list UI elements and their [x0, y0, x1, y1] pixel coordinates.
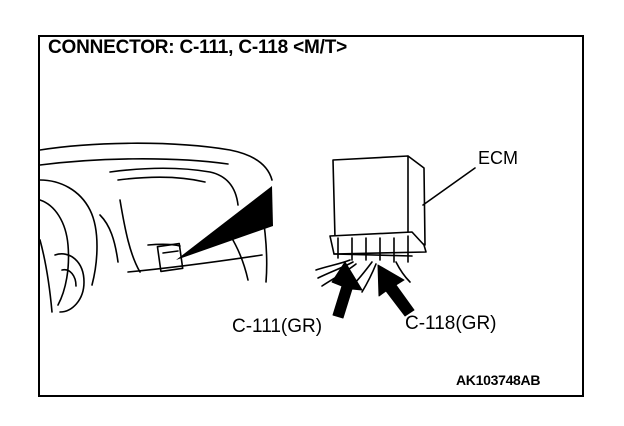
- dashboard-connector-box: [156, 242, 184, 273]
- ecm-unit: [329, 155, 427, 263]
- reference-code: AK103748AB: [456, 372, 541, 388]
- connector-c111-label: C-111(GR): [232, 316, 323, 337]
- diagram-title: CONNECTOR: C-111, C-118 <M/T>: [48, 37, 347, 58]
- ecm-leader-line: [422, 167, 476, 206]
- arrow-c111: [331, 261, 363, 319]
- arrow-c118: [377, 264, 415, 317]
- connector-c118-label: C-118(GR): [405, 313, 497, 334]
- callout-wedge: [176, 186, 273, 260]
- dashboard-illustration: [39, 142, 273, 313]
- ecm-label: ECM: [478, 148, 518, 168]
- diagram-frame: [38, 35, 584, 397]
